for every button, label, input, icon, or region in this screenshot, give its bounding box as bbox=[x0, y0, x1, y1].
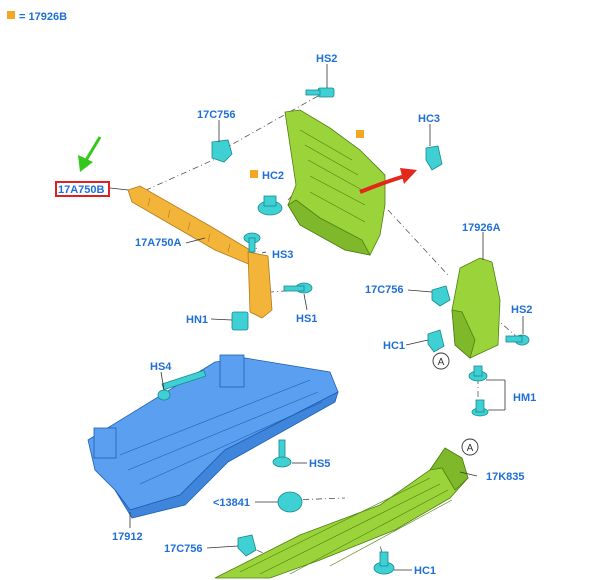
label-leaders bbox=[109, 64, 524, 571]
direction-arrow-red bbox=[359, 168, 417, 194]
label-hs5: HS5 bbox=[309, 458, 330, 470]
label-17c756-low: 17C756 bbox=[164, 543, 203, 555]
label-13841: <13841 bbox=[213, 497, 250, 509]
label-17c756-mid: 17C756 bbox=[365, 284, 404, 296]
label-hn1: HN1 bbox=[186, 314, 208, 326]
clip-hc1-mid bbox=[427, 329, 445, 353]
circle-marker-a-low-text: A bbox=[467, 443, 474, 454]
crossmember bbox=[87, 354, 339, 519]
label-17k835: 17K835 bbox=[486, 471, 525, 483]
clip-17c756-low bbox=[237, 534, 257, 557]
bolt-hs5 bbox=[272, 439, 292, 468]
callout-labels: HS2 17C756 HC3 HC2 17A750B 17A750A HS3 1… bbox=[58, 53, 536, 577]
label-hs3: HS3 bbox=[272, 249, 293, 261]
clip-hc1-low bbox=[373, 551, 395, 575]
legend-text: = 17926B bbox=[19, 11, 67, 23]
circle-marker-a-low: A bbox=[461, 438, 479, 456]
bolt-hs2-right bbox=[505, 334, 530, 346]
bolt-hs3 bbox=[243, 232, 261, 253]
upper-bracket bbox=[284, 109, 386, 256]
bolt-hs1 bbox=[283, 282, 313, 294]
clip-hm1-lower bbox=[471, 399, 489, 417]
label-17912: 17912 bbox=[112, 531, 143, 543]
lower-bumper bbox=[214, 447, 469, 579]
legend: = 17926B bbox=[7, 11, 67, 23]
label-hc1-mid: HC1 bbox=[383, 340, 405, 352]
nut-hn1 bbox=[231, 311, 249, 331]
right-bracket bbox=[451, 257, 501, 359]
label-hc2: HC2 bbox=[262, 170, 284, 182]
grommet-13841 bbox=[277, 491, 303, 513]
clip-hc3 bbox=[425, 145, 443, 171]
label-hs1: HS1 bbox=[296, 313, 317, 325]
orange-reinforcement bbox=[127, 185, 273, 319]
highlight-box bbox=[55, 181, 110, 197]
clip-17c756-mid bbox=[431, 285, 451, 307]
label-hc2-marker bbox=[250, 170, 258, 178]
circle-marker-a-mid-text: A bbox=[438, 357, 445, 368]
clip-hm1-upper bbox=[468, 365, 488, 382]
circle-marker-a-mid: A bbox=[432, 352, 450, 370]
label-17c756-top: 17C756 bbox=[197, 109, 236, 121]
fasteners bbox=[157, 87, 530, 575]
label-hc1-low: HC1 bbox=[414, 565, 436, 577]
clip-17c756-top bbox=[211, 139, 233, 163]
label-17926a: 17926A bbox=[462, 222, 501, 234]
label-hs4: HS4 bbox=[150, 361, 172, 373]
label-hm1: HM1 bbox=[513, 392, 536, 404]
label-17a750b: 17A750B bbox=[58, 184, 105, 196]
legend-swatch bbox=[7, 11, 15, 19]
bracket-marker bbox=[356, 130, 364, 138]
pointer-arrow-green bbox=[78, 136, 102, 172]
label-hs2-right: HS2 bbox=[511, 304, 532, 316]
nut-hc2 bbox=[257, 195, 283, 216]
label-hc3: HC3 bbox=[418, 113, 440, 125]
label-hs2-top: HS2 bbox=[316, 53, 337, 65]
bolt-hs2-top bbox=[305, 87, 335, 98]
label-17a750a: 17A750A bbox=[135, 237, 182, 249]
